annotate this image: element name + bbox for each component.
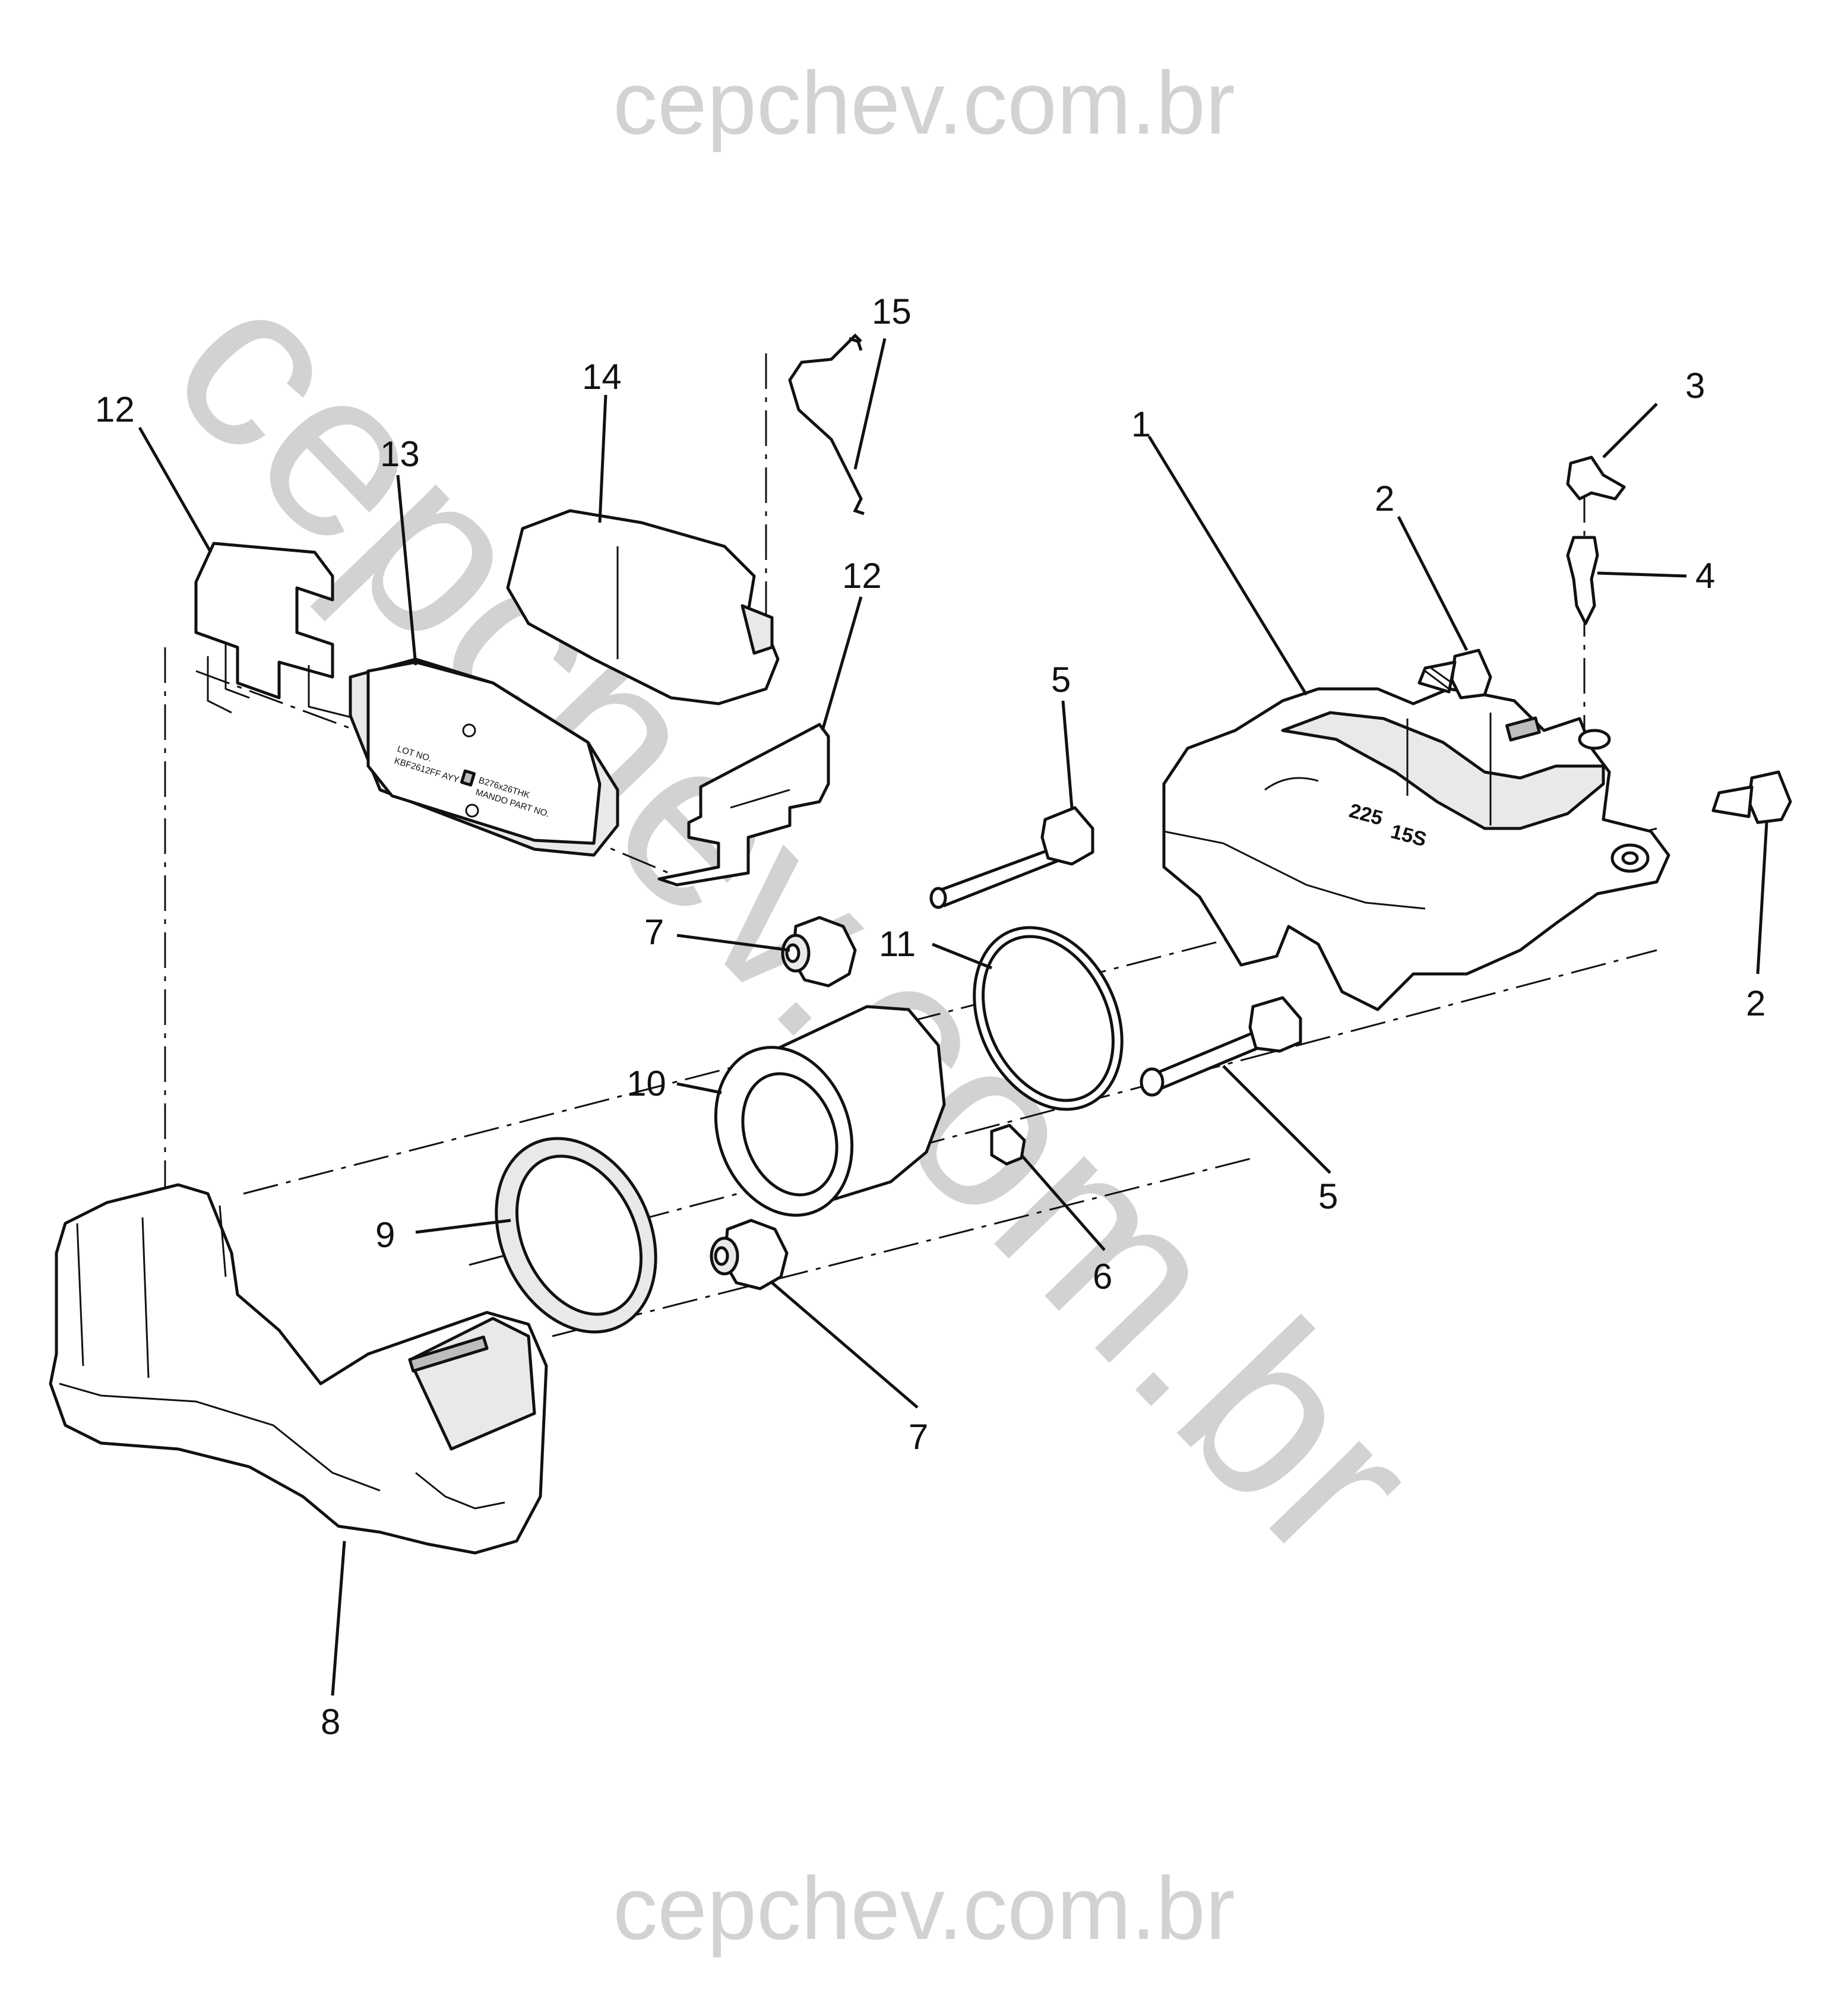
callout-15: 15 bbox=[872, 292, 912, 331]
callout-13: 13 bbox=[380, 434, 420, 474]
callout-1: 1 bbox=[1131, 404, 1151, 444]
watermark-top: cepchev.com.br bbox=[613, 53, 1235, 153]
callout-9: 9 bbox=[375, 1215, 395, 1255]
outer-brake-pad bbox=[506, 509, 780, 706]
callout-7-upper: 7 bbox=[644, 912, 664, 952]
callout-4: 4 bbox=[1695, 556, 1715, 596]
dust-boot bbox=[495, 1137, 657, 1334]
leader-lines bbox=[138, 338, 1768, 1696]
callout-5-upper: 5 bbox=[1051, 660, 1071, 700]
bleeder-valve bbox=[1566, 536, 1599, 625]
abutment-clip-right bbox=[657, 723, 830, 887]
callout-labels: 1 2 2 3 4 5 5 6 7 7 8 9 10 11 12 12 13 1… bbox=[95, 292, 1765, 1742]
guide-pin-boot-upper bbox=[781, 916, 857, 988]
caliper-body: 225 15S bbox=[1162, 687, 1670, 1011]
watermark-bottom: cepchev.com.br bbox=[613, 1858, 1235, 1958]
pad-spring bbox=[788, 333, 865, 515]
guide-pin-lower bbox=[1140, 996, 1302, 1097]
callout-12-right: 12 bbox=[842, 556, 882, 596]
callout-2-upper: 2 bbox=[1375, 479, 1394, 518]
callout-7-lower: 7 bbox=[909, 1417, 928, 1457]
piston-seal bbox=[973, 926, 1124, 1111]
bushing bbox=[990, 1124, 1026, 1166]
callout-5-lower: 5 bbox=[1318, 1176, 1338, 1216]
abutment-clip-left bbox=[194, 542, 369, 723]
callout-11: 11 bbox=[879, 924, 916, 964]
callout-6: 6 bbox=[1093, 1257, 1112, 1296]
guide-pin-upper bbox=[929, 806, 1094, 909]
bleeder-cap bbox=[1566, 455, 1626, 501]
callout-2-lower: 2 bbox=[1746, 983, 1765, 1023]
callout-10: 10 bbox=[626, 1064, 666, 1103]
caliper-bracket bbox=[49, 1183, 548, 1555]
callout-14: 14 bbox=[582, 357, 622, 397]
caliper-bolt-upper bbox=[1417, 648, 1492, 700]
callout-12-left: 12 bbox=[95, 390, 135, 429]
piston bbox=[714, 1005, 946, 1217]
caliper-bolt-lower bbox=[1711, 770, 1792, 824]
inner-brake-pad: LOT NO. KBF2612FF AYY B276x26THK MANDO P… bbox=[349, 657, 619, 857]
callout-8: 8 bbox=[321, 1702, 340, 1742]
callout-3: 3 bbox=[1685, 366, 1705, 406]
guide-pin-boot-lower bbox=[710, 1219, 789, 1290]
